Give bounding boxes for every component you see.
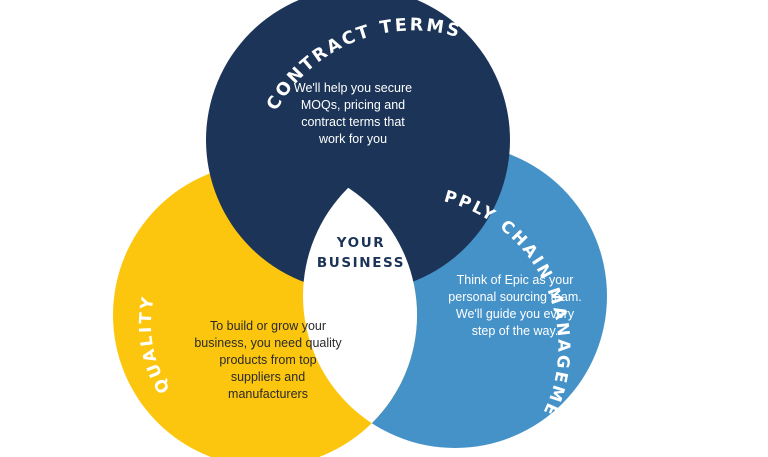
supply-chain-text: Think of Epic as your personal sourcing … [448, 273, 582, 338]
quality-text: To build or grow your business, you need… [194, 319, 342, 401]
center-label: YOUR BUSINESS [313, 233, 409, 273]
center-label-line1: YOUR [336, 235, 386, 251]
contract-terms-circle [206, 0, 510, 292]
center-intersection [303, 163, 417, 448]
contract-terms-text: We'll help you secure MOQs, pricing and … [293, 81, 413, 146]
center-label-line2: BUSINESS [316, 255, 406, 271]
